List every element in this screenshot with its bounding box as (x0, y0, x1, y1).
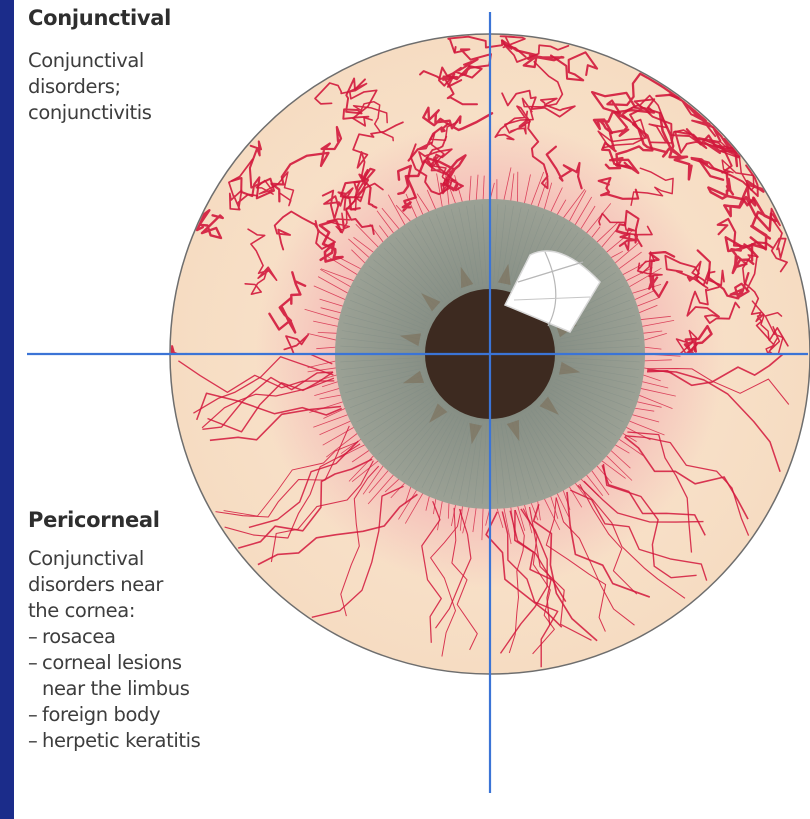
cause-text: corneal lesions (42, 650, 182, 676)
pericorneal-heading: Pericorneal (28, 508, 200, 532)
conjunctival-description: Conjunctival disorders; conjunctivitis (28, 48, 171, 126)
cause-item: – corneal lesions (28, 650, 200, 676)
cause-text: foreign body (42, 702, 160, 728)
pericorneal-causes-list: – rosacea – corneal lesions near the lim… (28, 624, 200, 754)
pericorneal-description-line: Conjunctival (28, 546, 200, 572)
list-dash: – (28, 702, 42, 728)
conjunctival-description-line: disorders; (28, 74, 171, 100)
conjunctival-label: Conjunctival Conjunctival disorders; con… (28, 6, 171, 126)
pericorneal-description-line: the cornea: (28, 598, 200, 624)
list-dash: – (28, 728, 42, 754)
conjunctival-description-line: Conjunctival (28, 48, 171, 74)
cause-item-continuation: near the limbus (28, 676, 200, 702)
pericorneal-description-line: disorders near (28, 572, 200, 598)
conjunctival-description-line: conjunctivitis (28, 100, 171, 126)
list-dash: – (28, 650, 42, 676)
cause-text: near the limbus (42, 676, 189, 702)
cause-text: herpetic keratitis (42, 728, 200, 754)
cause-item: – foreign body (28, 702, 200, 728)
conjunctival-heading: Conjunctival (28, 6, 171, 30)
list-dash: – (28, 624, 42, 650)
pericorneal-description: Conjunctival disorders near the cornea: (28, 546, 200, 624)
cause-text: rosacea (42, 624, 116, 650)
pericorneal-label: Pericorneal Conjunctival disorders near … (28, 508, 200, 754)
cause-item: – rosacea (28, 624, 200, 650)
cause-item: – herpetic keratitis (28, 728, 200, 754)
